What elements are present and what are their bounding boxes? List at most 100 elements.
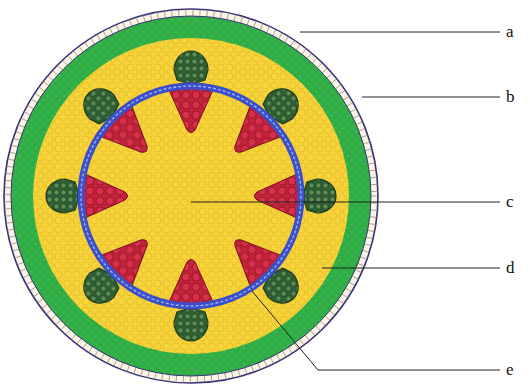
epidermis-cell: [370, 209, 377, 211]
epidermis-cell: [370, 216, 377, 218]
epidermis-cell: [307, 53, 312, 58]
epidermis-cell: [95, 350, 99, 356]
epidermis-cell: [352, 276, 358, 279]
part-letter: a: [506, 23, 514, 40]
epidermis-cell: [120, 363, 123, 369]
epidermis-cell: [317, 63, 322, 68]
epidermis-cell: [66, 330, 71, 335]
epidermis-cell: [213, 10, 215, 17]
epidermis-cell: [197, 376, 198, 383]
epidermis-cell: [5, 173, 12, 175]
epidermis-cell: [5, 180, 12, 182]
epidermis-cell: [12, 249, 19, 251]
epidermis-cell: [279, 33, 282, 39]
epidermis-cell: [368, 163, 375, 164]
epidermis-cell: [218, 374, 219, 381]
epidermis-cell: [241, 16, 243, 23]
leader-line: [362, 97, 500, 98]
epidermis-cell: [264, 360, 267, 366]
epidermis-cells: [4, 9, 378, 383]
epidermis-cell: [190, 376, 191, 383]
epidermis-cell: [141, 369, 143, 376]
epidermis-cell: [358, 263, 364, 266]
epidermis-cell: [150, 14, 152, 21]
epidermis-cell: [8, 159, 15, 160]
epidermis-cell: [211, 375, 213, 382]
epidermis-cell: [101, 354, 104, 360]
epidermis-cell: [127, 365, 129, 372]
epidermis-cell: [91, 38, 95, 44]
epidermis-cell: [225, 373, 226, 380]
epidermis-cell: [204, 376, 206, 383]
epidermis-cell: [338, 300, 344, 304]
epidermis-cell: [13, 138, 20, 140]
epidermis-cell: [342, 294, 348, 298]
epidermis-cell: [97, 34, 101, 40]
epidermis-cell: [289, 347, 293, 353]
epidermis-cell: [367, 156, 374, 158]
epidermis-cell: [107, 357, 110, 363]
epidermis-cell: [5, 215, 12, 217]
epidermis-cell: [23, 275, 29, 278]
xylem: [99, 104, 162, 167]
cambium-cells: [81, 86, 301, 306]
epidermis-cell: [258, 363, 261, 369]
epidermis-cell: [110, 28, 113, 34]
leader-line: [252, 291, 500, 370]
epidermis-cell: [349, 282, 355, 285]
epidermis-cell: [7, 229, 14, 230]
epidermis-cell: [371, 184, 378, 185]
epidermis-cell: [360, 257, 367, 259]
epidermis-cell: [267, 26, 270, 32]
phloem: [46, 179, 78, 213]
epidermis-cell: [4, 194, 11, 195]
epidermis-cell: [260, 23, 263, 29]
epidermis-cell: [254, 21, 256, 28]
epidermis-cell: [176, 375, 178, 382]
epidermis-cell: [57, 65, 62, 70]
epidermis-cell: [56, 320, 61, 325]
epidermis-cell: [6, 166, 13, 167]
epidermis-cell: [291, 40, 295, 46]
epidermis-cell: [331, 79, 336, 83]
epidermis-cell: [320, 321, 325, 326]
epidermis-cell: [43, 81, 49, 85]
epidermis-cell: [162, 374, 163, 381]
epidermis-cell: [316, 326, 321, 331]
epidermis-cell: [330, 311, 335, 315]
epidermis-cell: [305, 335, 309, 340]
epidermis-cell: [371, 191, 378, 192]
epidermis-cell: [199, 9, 200, 16]
epidermis-cell: [365, 149, 372, 151]
cortex: [11, 16, 371, 376]
epidermis-cell: [52, 70, 57, 75]
epidermis-cell: [35, 93, 41, 97]
epidermis-cell: [130, 19, 132, 26]
epidermis-cell: [9, 236, 16, 238]
epidermis-cell: [83, 343, 87, 349]
epidermis-cell: [15, 256, 22, 258]
epidermis-cell: [33, 293, 39, 297]
epidermis-cell: [16, 131, 23, 133]
epidermis-cell: [325, 316, 330, 321]
epidermis-cell: [363, 142, 370, 144]
epidermis-cell: [334, 305, 340, 309]
epidermis-cell: [148, 371, 150, 378]
epidermis-cell: [277, 354, 280, 360]
stem-drawing: [4, 9, 378, 383]
epidermis-cell: [247, 18, 249, 25]
epidermis-cell: [356, 122, 362, 125]
epidermis-cell: [296, 44, 300, 50]
epidermis-cell: [85, 42, 89, 48]
epidermis-cell: [48, 76, 53, 80]
epidermis-cell: [89, 347, 93, 353]
epidermis-cell: [273, 29, 276, 35]
phloem: [304, 179, 336, 213]
leader-line: [191, 202, 500, 203]
epidermis-cell: [300, 339, 304, 345]
epidermis-cell: [185, 9, 186, 16]
epidermis-cell: [283, 351, 287, 357]
epidermis-cell: [18, 125, 24, 128]
epidermis-cell: [251, 366, 253, 373]
